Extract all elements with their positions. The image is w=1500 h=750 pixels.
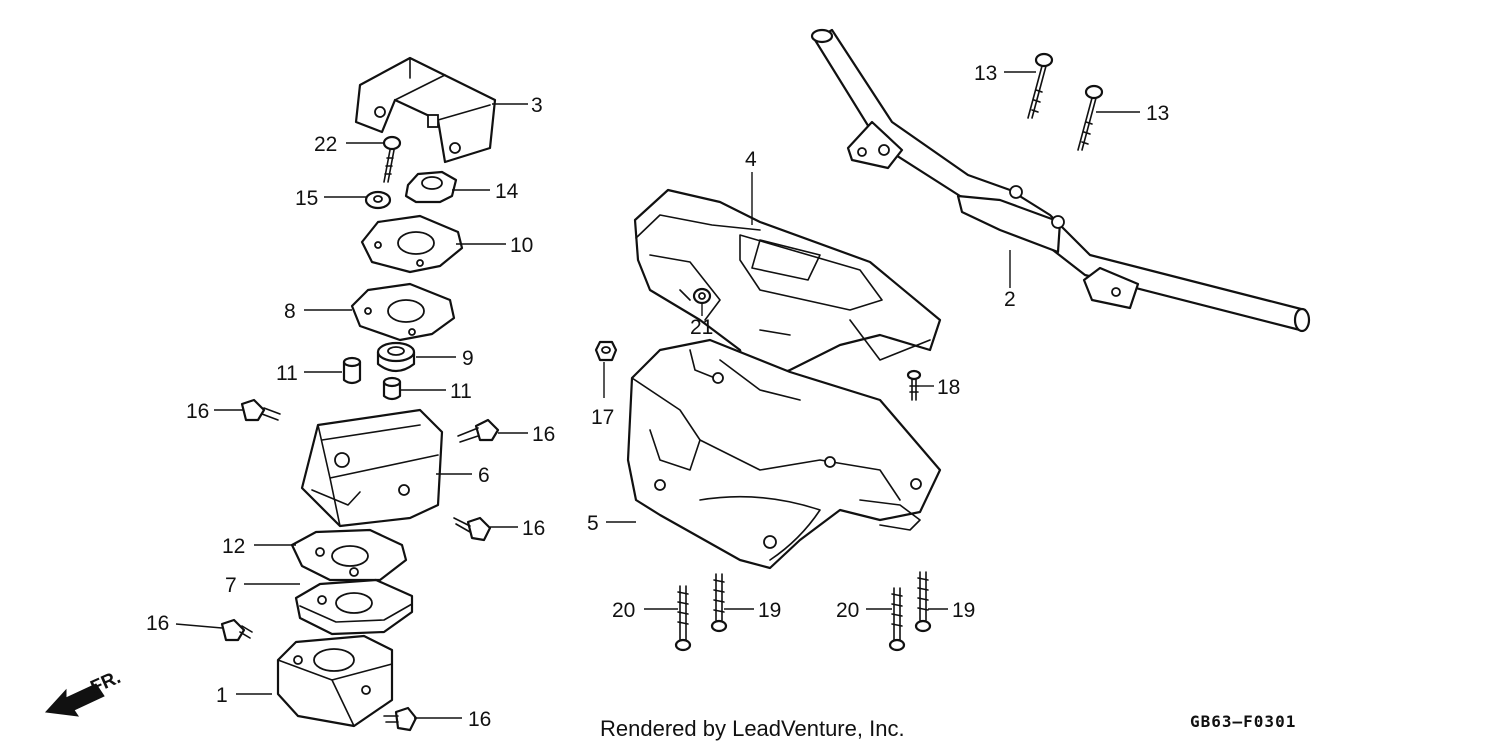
callout-5: 5 [587,512,599,535]
callout-20b: 20 [836,599,859,622]
callout-16b: 16 [532,423,555,446]
part-11-collar-b[interactable] [382,376,402,401]
part-16-bolt-e[interactable] [383,706,418,732]
diagram-code: GB63—F0301 [1190,712,1297,731]
callout-4: 4 [745,148,757,171]
callout-12: 12 [222,535,245,558]
part-19-screw-a[interactable] [710,573,728,633]
callout-17: 17 [591,406,614,429]
callout-8: 8 [284,300,296,323]
part-15-washer[interactable] [364,190,392,210]
part-17-grommet[interactable] [594,340,618,362]
part-9-bushing[interactable] [376,341,416,373]
callout-22: 22 [314,133,337,156]
callout-10: 10 [510,234,533,257]
part-22-bolt[interactable] [382,135,402,183]
part-16-bolt-c[interactable] [453,516,492,542]
callout-14: 14 [495,180,519,203]
part-16-bolt-b[interactable] [457,418,500,443]
callout-7: 7 [225,574,237,597]
part-4-upper-cover[interactable] [633,188,942,387]
callout-1: 1 [216,684,228,707]
callout-11a: 11 [276,362,298,385]
front-direction-label: FR. [87,667,124,699]
callout-3: 3 [531,94,543,117]
callout-20a: 20 [612,599,635,622]
callout-labels: 1 2 3 4 5 6 7 8 9 10 11 11 12 13 13 14 1… [146,62,1169,731]
leader-lines [175,71,1140,719]
callout-16d: 16 [146,612,169,635]
callout-2: 2 [1004,288,1016,311]
part-13-bolt-b[interactable] [1077,84,1104,151]
part-18-screw[interactable] [906,369,922,401]
callout-19a: 19 [758,599,781,622]
part-8-plate[interactable] [350,282,456,342]
part-5-lower-cover[interactable] [626,338,942,570]
part-14-nut[interactable] [404,170,458,204]
part-10-plate[interactable] [360,214,464,274]
credit-text: Rendered by LeadVenture, Inc. [600,716,905,741]
part-16-bolt-d[interactable] [220,618,253,642]
part-19-screw-b[interactable] [914,571,932,633]
part-1-housing[interactable] [276,634,394,728]
part-7-plate[interactable] [294,578,414,636]
callout-16e: 16 [468,708,491,731]
part-20-screw-b[interactable] [888,587,906,652]
callout-11b: 11 [450,380,472,403]
callout-19b: 19 [952,599,975,622]
callout-13b: 13 [1146,102,1169,125]
part-13-bolt-a[interactable] [1027,52,1054,119]
part-16-bolt-a[interactable] [240,398,281,422]
callout-15: 15 [295,187,318,210]
callout-21: 21 [690,316,713,339]
callout-9: 9 [462,347,474,370]
part-12-plate[interactable] [290,528,408,582]
front-direction-arrow: FR. [44,667,124,717]
part-21-grommet[interactable] [692,287,712,305]
part-20-screw-a[interactable] [674,585,692,652]
callout-16a: 16 [186,400,209,423]
part-2-handlebar[interactable] [810,28,1311,333]
callout-6: 6 [478,464,490,487]
callout-13a: 13 [974,62,997,85]
callout-16c: 16 [522,517,545,540]
callout-18: 18 [937,376,960,399]
part-3-bracket[interactable] [354,56,497,164]
part-11-collar-a[interactable] [342,356,362,385]
part-6-housing[interactable] [300,408,444,528]
